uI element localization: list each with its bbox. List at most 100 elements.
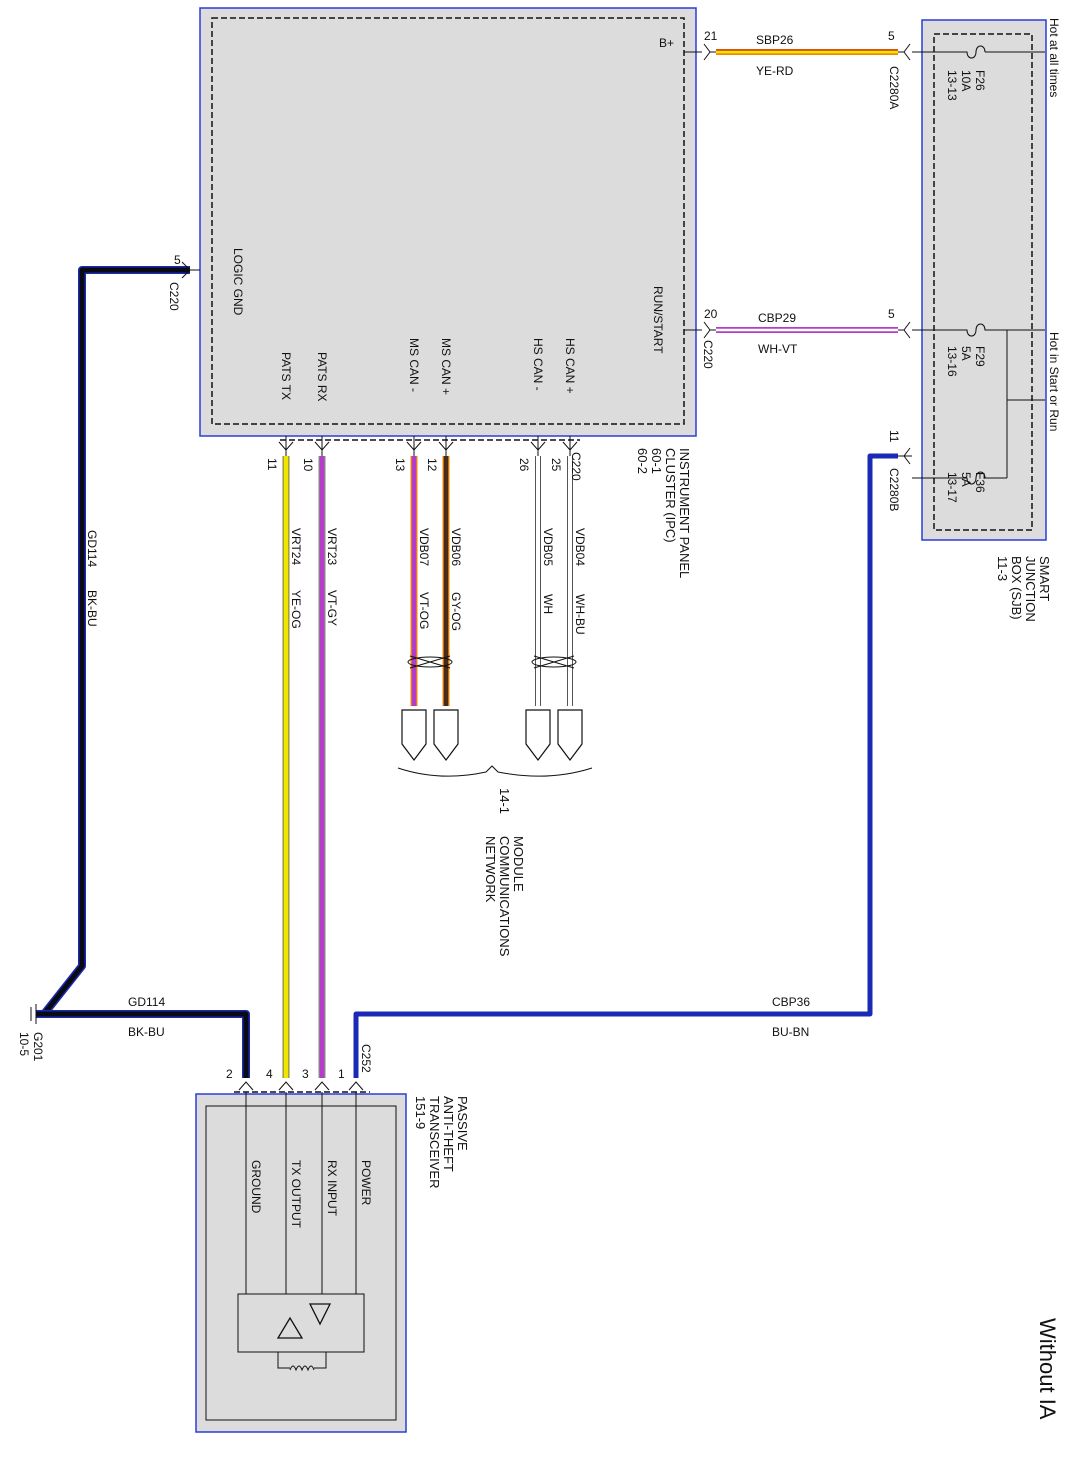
connector-c220-bottom: C220 [569,452,583,481]
circuit-vdb05-color: WH [541,594,555,614]
sjb-name-line2: JUNCTION [1023,556,1038,622]
ipc-name-line2: CLUSTER (IPC) [663,448,678,543]
pin-ipc-10: 10 [301,458,315,472]
ipc-dashed-outline [211,17,685,425]
network-terminal-vdb04 [557,709,583,761]
mcn-name-line1: MODULE [511,836,526,892]
circuit-vdb04-color: WH-BU [573,594,587,635]
connector-c2280a: C2280A [887,66,901,109]
pats-name-line3: TRANSCEIVER [427,1096,442,1188]
pin-ipc-13: 13 [393,458,407,472]
pin-pats-1: 1 [338,1067,345,1081]
pats-inner-outline [205,1105,397,1421]
circuit-vrt24-color: YE-OG [289,590,303,629]
fuse-f26 [912,45,986,59]
circuit-gd114-lower-id: GD114 [128,995,165,1009]
ipc-pin-bplus: B+ [659,36,674,50]
circuit-vdb07-id: VDB07 [417,528,431,566]
twisted-pair-hs-can [531,655,577,669]
circuit-vdb04-id: VDB04 [573,528,587,566]
sjb-hot-in-start-or-run: Hot in Start or Run [1047,332,1061,431]
pin-pats-2: 2 [226,1067,233,1081]
pin-ipc-5: 5 [174,253,181,267]
ipc-box [199,7,697,437]
ipc-pin-pats-tx: PATS TX [279,352,293,400]
pats-antenna-coil-icon [277,1352,327,1372]
ipc-pin-runstart: RUN/START [651,286,665,354]
pin-ipc-25: 25 [549,458,563,472]
pats-pin-tx-output: TX OUTPUT [289,1160,303,1229]
pats-name-line1: PASSIVE [455,1096,470,1151]
ipc-name-line1: INSTRUMENT PANEL [677,448,692,578]
pin-arrow-sjb-5b [898,321,911,339]
pin-sjb-11: 11 [887,430,901,443]
pats-pin-rx-input: RX INPUT [325,1160,339,1217]
mcn-name-line3: NETWORK [483,836,498,903]
pats-pin-ground: GROUND [249,1160,263,1214]
pin-arrow-sjb-11 [903,447,911,465]
fuse-f36-rating: 5A [959,472,973,487]
fuse-f36-id: F36 [973,472,987,493]
fuse-f29 [912,323,1007,337]
circuit-vrt24-id: VRT24 [289,528,303,565]
sjb-box [921,19,1047,541]
pin-arrow-sjb-5a [898,43,911,61]
ipc-ref-2: 60-2 [635,448,650,474]
fuse-f26-ref: 13-13 [945,70,959,101]
pin-pats-4: 4 [266,1067,273,1081]
pats-ref: 151-9 [413,1096,428,1129]
ipc-pin-hs-can-minus: HS CAN - [531,338,545,391]
ipc-pin-ms-can-plus: MS CAN + [439,338,453,395]
twisted-pair-ms-can [407,655,453,669]
circuit-vdb06-id: VDB06 [449,528,463,566]
pin-pats-3: 3 [302,1067,309,1081]
pats-transceiver-block [237,1293,365,1353]
sjb-name-line3: BOX (SJB) [1009,556,1024,620]
network-terminal-vdb06 [433,709,459,761]
pats-tx-triangle-icon [276,1316,304,1339]
pats-name-line2: ANTI-THEFT [441,1096,456,1172]
circuit-gd114-upper-id: GD114 [85,530,99,567]
wire-sbp26 [684,49,898,55]
sjb-dashed-outline [933,33,1033,531]
network-brace [397,765,593,777]
ipc-pin-hs-can-plus: HS CAN + [563,338,577,394]
pin-arrow-ipc-21 [703,43,716,61]
smart-junction-box [921,19,1047,541]
mcn-name-line2: COMMUNICATIONS [497,836,512,957]
ground-ref: 10-5 [17,1032,31,1056]
pin-arrows-pats-top [234,1081,370,1093]
circuit-vdb06-color: GY-OG [449,592,463,631]
pin-sjb-5a: 5 [888,29,895,43]
pin-ipc-26: 26 [517,458,531,472]
ipc-pin-logic-gnd: LOGIC GND [231,248,245,316]
fuse-f36 [912,471,1007,485]
pats-rx-triangle-icon [308,1303,332,1326]
network-terminal-vdb05 [525,709,551,761]
fuse-f26-id: F26 [973,70,987,91]
pin-arrow-ipc-20 [703,321,716,339]
circuit-sbp26-color: YE-RD [756,64,794,78]
pats-pin-power: POWER [359,1160,373,1206]
fuse-f26-rating: 10A [959,70,973,91]
connector-c252: C252 [359,1044,373,1073]
instrument-panel-cluster [199,7,697,437]
sjb-hot-at-all-times: Hot at all times [1047,18,1061,97]
pin-ipc-20: 20 [704,307,718,321]
circuit-cbp36-color: BU-BN [772,1025,809,1039]
ground-symbol [30,1004,37,1024]
pin-arrows-ipc-bottom [278,439,580,451]
pin-ipc-11: 11 [265,458,279,471]
ipc-ref-1: 60-1 [649,448,664,474]
circuit-cbp29-id: CBP29 [758,311,796,325]
fuse-f29-rating: 5A [959,346,973,361]
connector-c220-gnd: C220 [167,282,181,311]
wire-cbp36 [353,453,912,1078]
ground-id: G201 [31,1032,45,1062]
diagram-title: Without IA [1035,1318,1060,1420]
fuse-f29-ref: 13-16 [945,346,959,377]
circuit-vrt23-id: VRT23 [325,528,339,565]
passive-anti-theft-transceiver [195,1093,407,1433]
fuse-f36-ref: 13-17 [945,472,959,503]
